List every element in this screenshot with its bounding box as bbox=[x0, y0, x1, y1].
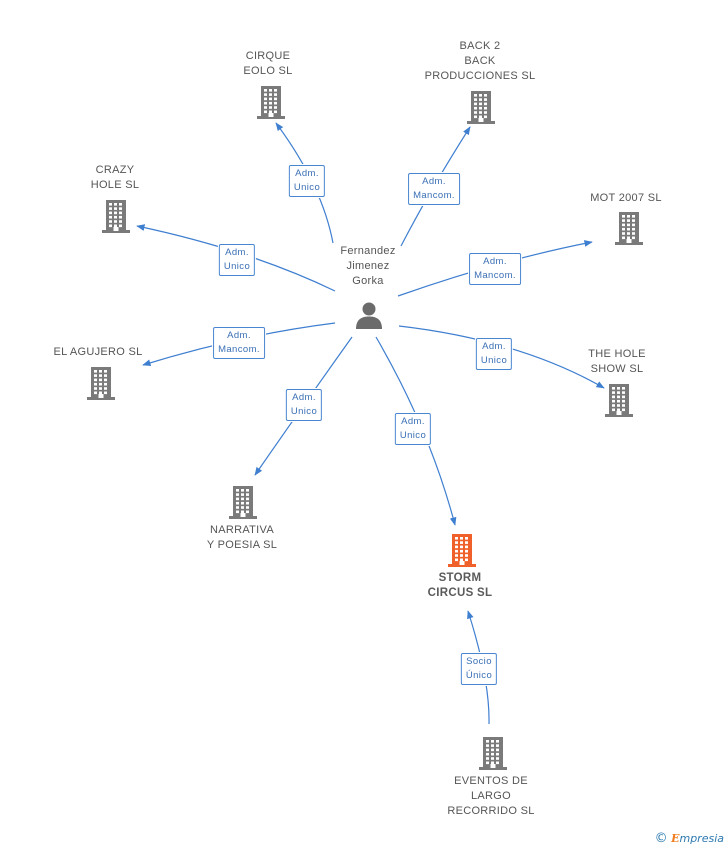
company-name-mot[interactable]: MOT 2007 SL bbox=[590, 192, 662, 204]
building-icon[interactable] bbox=[101, 199, 131, 233]
copyright-notice[interactable]: © Empresia bbox=[655, 831, 724, 846]
building-icon-focus[interactable] bbox=[447, 533, 477, 567]
edge-label-cirque[interactable]: Adm. Unico bbox=[288, 165, 326, 197]
brand-logo-text: mpresia bbox=[679, 832, 724, 845]
company-name-agujero[interactable]: EL AGUJERO SL bbox=[53, 346, 143, 358]
building-icon[interactable] bbox=[604, 383, 634, 417]
building-icon[interactable] bbox=[86, 366, 116, 400]
company-name-holeshow[interactable]: THE HOLE SHOW SL bbox=[588, 348, 646, 375]
edge-label-storm[interactable]: Adm. Unico bbox=[394, 413, 432, 445]
edges-layer bbox=[136, 122, 605, 725]
edge-label-crazy[interactable]: Adm. Unico bbox=[218, 244, 256, 276]
person-icon[interactable] bbox=[354, 300, 384, 330]
brand-logo-initial: E bbox=[671, 832, 680, 845]
edge-label-mot[interactable]: Adm. Mancom. bbox=[469, 253, 521, 285]
company-name-storm[interactable]: STORM CIRCUS SL bbox=[427, 572, 493, 599]
edge-label-eventos[interactable]: Socio Único bbox=[460, 653, 498, 685]
edge-label-holeshow[interactable]: Adm. Unico bbox=[475, 338, 513, 370]
company-name-narrativa[interactable]: NARRATIVA Y POESIA SL bbox=[206, 524, 278, 551]
company-name-back2[interactable]: BACK 2 BACK PRODUCCIONES SL bbox=[424, 40, 536, 82]
company-name-cirque[interactable]: CIRQUE EOLO SL bbox=[243, 50, 293, 77]
person-name[interactable]: Fernandez Jimenez Gorka bbox=[340, 245, 396, 287]
edge-label-back2[interactable]: Adm. Mancom. bbox=[408, 173, 460, 205]
building-icon[interactable] bbox=[228, 485, 258, 519]
edge-label-narrativa[interactable]: Adm. Unico bbox=[285, 389, 323, 421]
edge-label-agujero[interactable]: Adm. Mancom. bbox=[213, 327, 265, 359]
copyright-symbol: © bbox=[654, 831, 668, 846]
company-name-eventos[interactable]: EVENTOS DE LARGO RECORRIDO SL bbox=[447, 775, 535, 817]
company-name-crazy[interactable]: CRAZY HOLE SL bbox=[90, 164, 140, 191]
building-icon[interactable] bbox=[256, 85, 286, 119]
building-icon[interactable] bbox=[614, 211, 644, 245]
building-icon[interactable] bbox=[478, 736, 508, 770]
building-icon[interactable] bbox=[466, 90, 496, 124]
